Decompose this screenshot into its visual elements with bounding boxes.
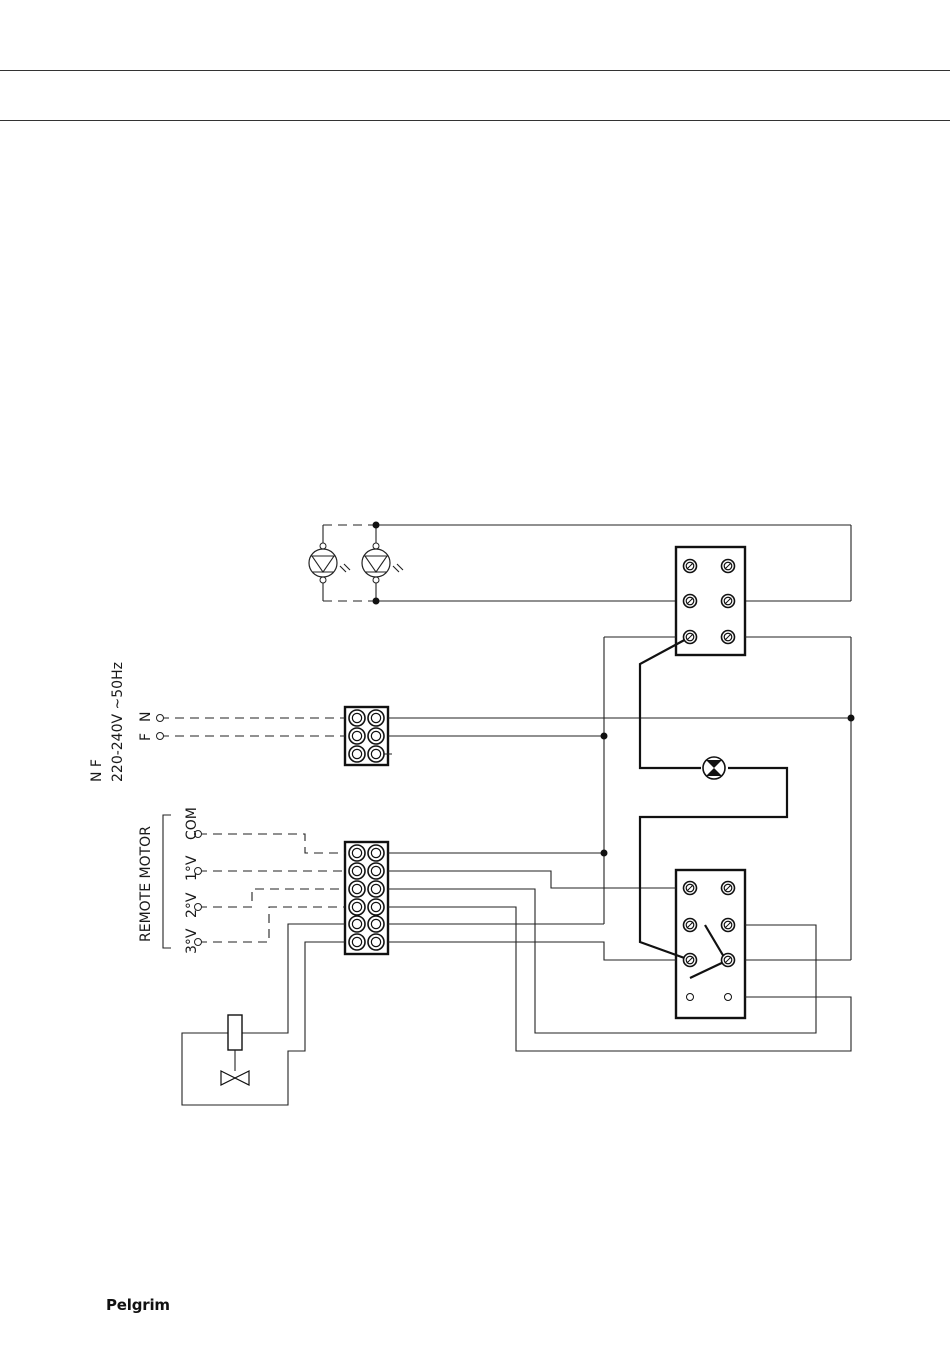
screw-terminal-icon <box>368 845 384 861</box>
screw-terminal-icon <box>684 631 697 644</box>
remote-motor-label: REMOTE MOTOR <box>138 826 154 942</box>
screw-terminal-icon <box>368 746 384 762</box>
motor-speed1-label: 1°V <box>184 855 200 881</box>
screw-terminal-icon <box>722 595 735 608</box>
terminal-f-label: F <box>138 733 154 741</box>
motor-speed3-label: 3°V <box>184 928 200 954</box>
screw-terminal-icon <box>684 560 697 573</box>
screw-terminal-icon <box>684 882 697 895</box>
power-supply-label: 220-240V ~50Hz <box>110 662 126 782</box>
wiring <box>160 637 855 1105</box>
solenoid-coil-icon <box>228 1015 242 1071</box>
screw-terminal-icon <box>684 954 697 967</box>
screw-terminal-icon <box>368 728 384 744</box>
screw-terminal-icon <box>684 595 697 608</box>
screw-terminal-icon <box>349 899 365 915</box>
contact-terminal <box>725 994 732 1001</box>
led-lamps <box>309 522 851 605</box>
screw-terminal-icon <box>722 954 735 967</box>
screw-terminal-icon <box>368 710 384 726</box>
led-lamp-icon <box>362 525 403 601</box>
brand-logo: Pelgrim <box>106 1296 170 1314</box>
screw-terminal-icon <box>368 916 384 932</box>
screw-terminal-icon <box>368 899 384 915</box>
valve-icon <box>221 1071 249 1085</box>
remote-motor-bracket <box>163 815 171 948</box>
screw-terminal-icon <box>349 881 365 897</box>
screw-terminal-icon <box>368 934 384 950</box>
screw-terminal-icon <box>722 560 735 573</box>
power-nf-label: N F <box>89 759 105 782</box>
screw-terminal-icon <box>349 863 365 879</box>
terminal-n-label: N <box>138 712 154 722</box>
led-lamp-icon <box>309 525 350 601</box>
screw-terminal-icon <box>349 845 365 861</box>
screw-terminal-icon <box>349 934 365 950</box>
motor-speed2-label: 2°V <box>184 892 200 918</box>
screw-terminal-icon <box>684 919 697 932</box>
screw-terminal-icon <box>722 882 735 895</box>
screw-terminal-icon <box>722 631 735 644</box>
contact-terminal <box>687 994 694 1001</box>
screw-terminal-icon <box>722 919 735 932</box>
screw-terminal-icon <box>349 916 365 932</box>
indicator-lamp-icon <box>703 757 725 779</box>
screw-terminal-icon <box>349 710 365 726</box>
motor-com-label: COM <box>184 807 200 840</box>
screw-terminal-icon <box>368 881 384 897</box>
screw-terminal-icon <box>368 863 384 879</box>
screw-terminal-icon <box>349 746 365 762</box>
screw-terminal-icon <box>349 728 365 744</box>
